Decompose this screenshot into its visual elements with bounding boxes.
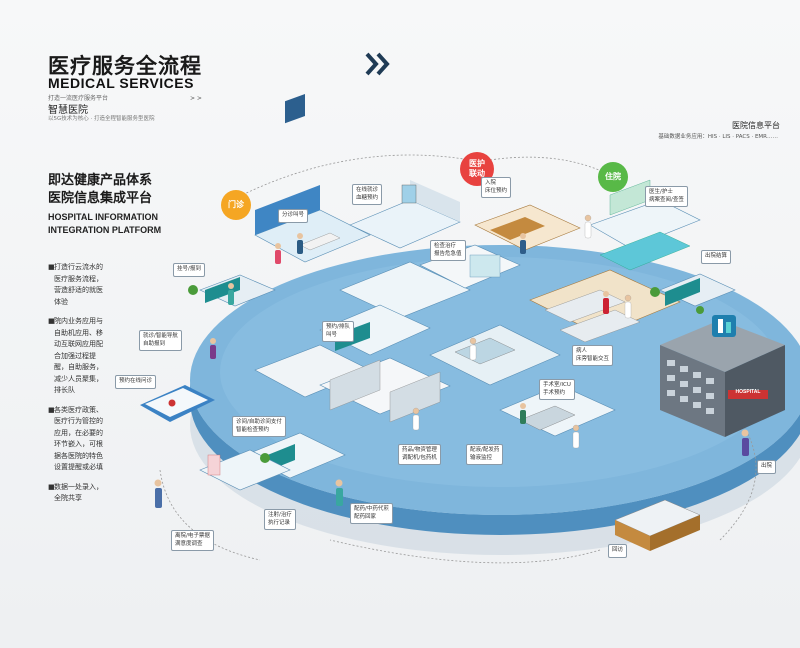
tag-appointment-call: 预约/排队 叫号 — [322, 321, 354, 342]
platform-title-line2: 医院信息集成平台 — [48, 191, 153, 206]
connector-line — [231, 154, 471, 201]
tag-exam-treat: 检查治疗 报告危急值 — [430, 240, 466, 261]
smart-hospital-label: 智慧医院 — [48, 105, 88, 116]
room-doctor-station — [589, 179, 701, 271]
tag-outpatient-charge: 诊间/自助诊间支付 智能检查预约 — [232, 416, 286, 437]
tag-online-queue: 预约在线问诊 — [115, 375, 157, 389]
connector-line — [489, 156, 611, 176]
tag-online-consult: 在线就诊 血糖预约 — [352, 184, 383, 205]
outpatient-bubble: 门诊 — [221, 190, 251, 220]
platform-title-line1: 即达健康产品体系 — [48, 173, 153, 188]
hospital-sign: HOSPITAL — [735, 389, 761, 395]
room-admission — [474, 204, 581, 251]
smart-hospital-sub: 以5G技术为核心 · 打造全程智能服务型医院 — [48, 116, 155, 122]
tag-admission: 入院 床位预约 — [481, 177, 512, 198]
tag-drug-mgmt: 药品/物资管理 调配机/包药机 — [398, 444, 441, 465]
platform-title-en-line1: HOSPITAL INFORMATION — [48, 212, 158, 222]
room-online-consult — [349, 180, 461, 249]
tag-patient-bed: 病人 床旁智能交互 — [572, 345, 614, 366]
tag-discharge: 出院 — [757, 460, 777, 474]
desk-return-visit — [614, 499, 701, 551]
room-triage — [254, 93, 371, 263]
bullet-item: ■院内业务应用与自助机应用、移动互联网应用配合加强过程提醒，自助服务，减少人员聚… — [48, 317, 103, 394]
tag-dispense-window: 配药/中药代煎 配药回家 — [350, 503, 393, 524]
room-pharmacy — [254, 344, 451, 423]
feature-bullets: ■打造行云流水的医疗服务流程，营造舒适的就医体验 ■院内业务应用与自助机应用、移… — [48, 262, 108, 513]
room-lab — [339, 244, 521, 319]
platform-title-en-line2: INTEGRATION PLATFORM — [48, 225, 162, 235]
tag-dispensing: 配液/配发药 输液监控 — [466, 444, 504, 465]
tag-consult-guide: 就诊/智能导航 自助报到 — [139, 330, 182, 351]
tag-triage: 分诊叫号 — [278, 209, 309, 223]
tag-infusion: 注射/治疗 执行记录 — [264, 509, 296, 530]
header-subtitle: 打造一流医疗服务平台 — [48, 95, 109, 102]
phone-screen — [140, 385, 215, 422]
page-title-en: MEDICAL SERVICES — [48, 75, 194, 91]
tag-doctor-nurse: 医生/护士 病案查阅/查签 — [645, 186, 688, 207]
platform-title-en: HOSPITAL INFORMATION INTEGRATION PLATFOR… — [48, 211, 178, 237]
hospital-info-platform-label: 医院信息平台 — [732, 121, 780, 130]
tag-return-visit: 回访 — [608, 544, 628, 558]
inpatient-bubble: 住院 — [598, 162, 628, 192]
people — [154, 214, 749, 508]
double-chevron-icon — [365, 52, 390, 76]
header-arrow-text: > > — [190, 95, 202, 102]
platform-title: 即达健康产品体系 医院信息集成平台 — [48, 172, 152, 208]
room-discharge-settle — [659, 273, 736, 307]
tag-discharge-settle: 出院结算 — [701, 250, 732, 264]
bullet-item: ■各类医疗政策、医疗行为管控的应用，在必要的环节嵌入，可根据各医院的特色设置提醒… — [48, 405, 103, 472]
connector-line — [329, 539, 601, 564]
page-title: 医疗服务全流程 — [48, 54, 202, 78]
hospital-building — [660, 315, 785, 437]
bullet-item: ■数据一处录入，全院共享 — [48, 482, 103, 503]
tag-register: 挂号/报到 — [173, 263, 205, 277]
bullet-item: ■打造行云流水的医疗服务流程，营造舒适的就医体验 — [48, 263, 103, 306]
tag-followup: 离院/电子票据 满意度调查 — [171, 530, 214, 551]
hospital-info-platform-sub: 基础数据业务应用：HIS · LIS · PACS · EMR…… — [658, 134, 778, 140]
tag-surgery-icu: 手术室/ICU 手术预约 — [539, 379, 575, 400]
